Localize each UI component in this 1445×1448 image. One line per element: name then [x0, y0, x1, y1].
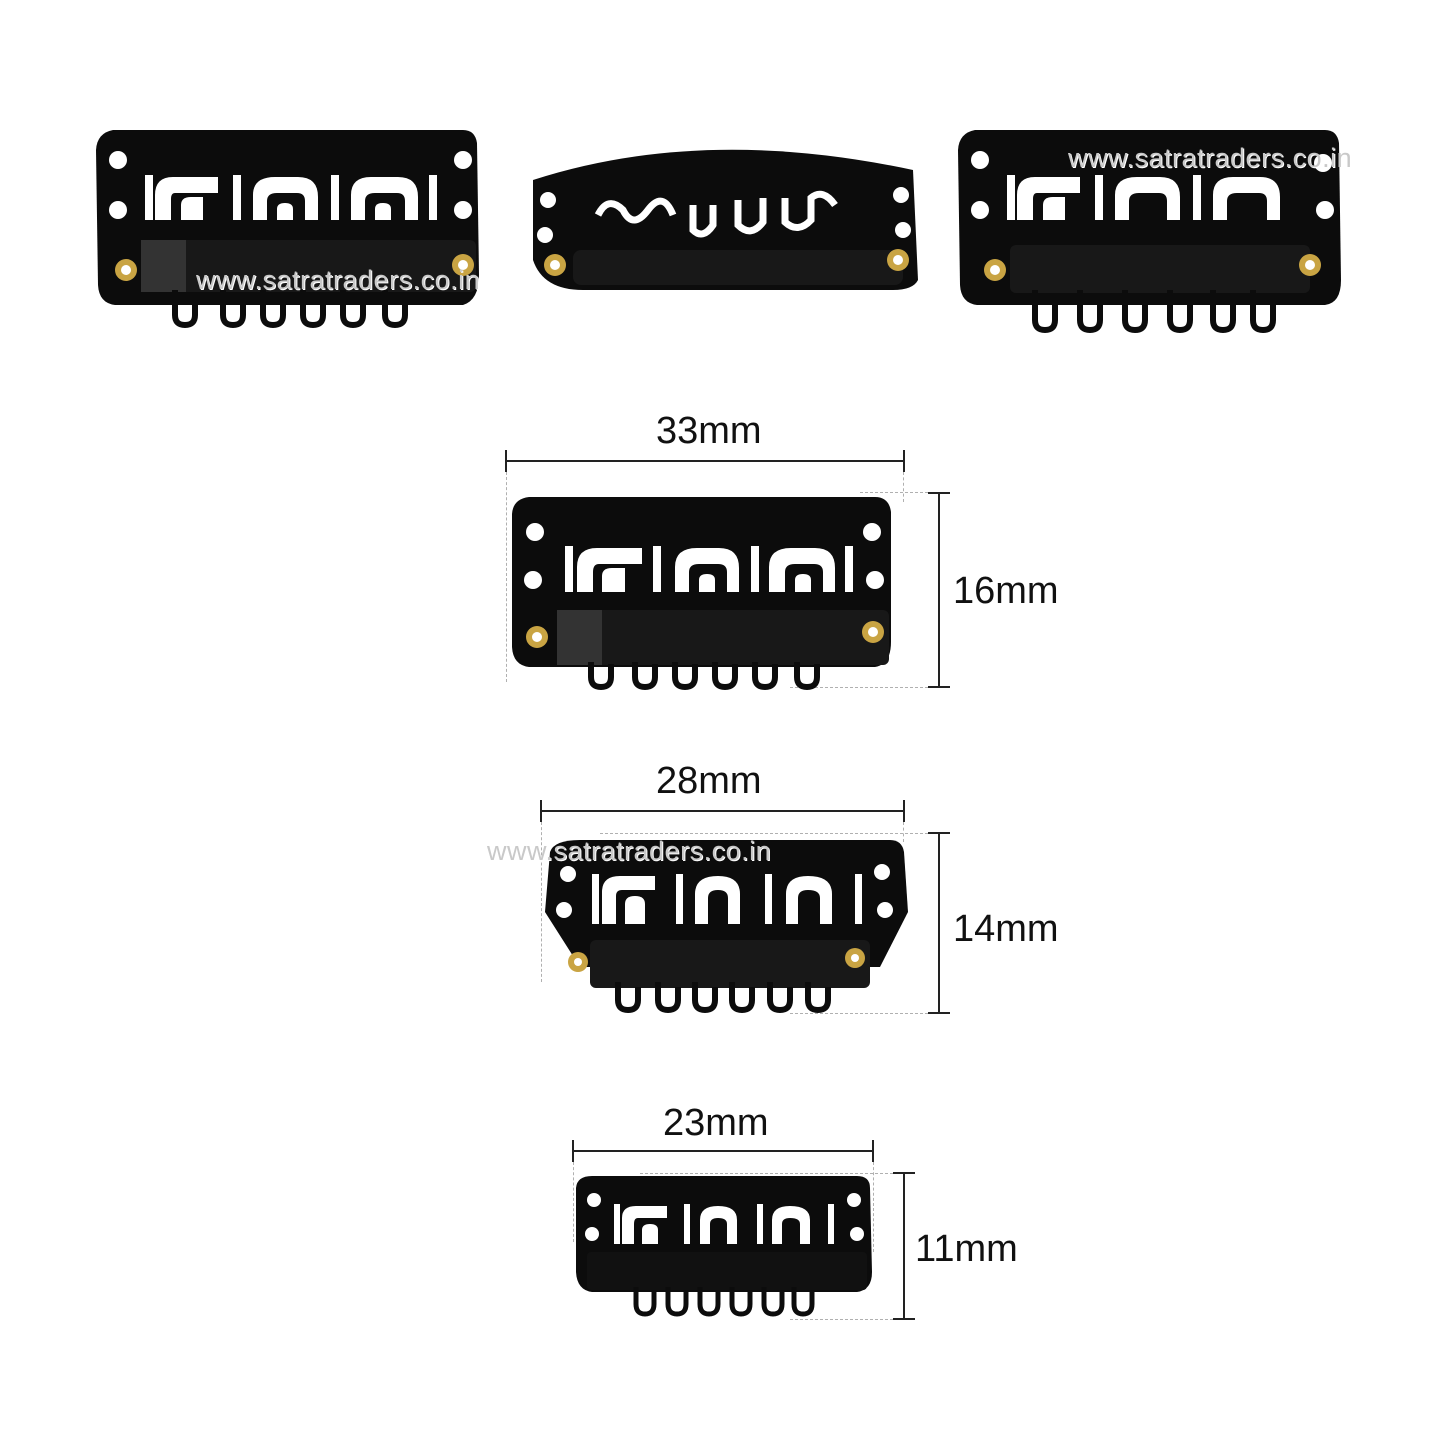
height-line-small: [903, 1172, 905, 1320]
clip-side-view: [533, 149, 918, 290]
height-label-large: 16mm: [953, 570, 1059, 612]
width-label-small: 23mm: [663, 1102, 769, 1144]
height-label-medium: 14mm: [953, 908, 1059, 950]
clip-medium: [545, 840, 908, 1014]
watermark-top-right: www.satratraders.co.in: [1068, 143, 1353, 173]
width-line-medium: [540, 810, 905, 812]
height-label-small: 11mm: [915, 1228, 1018, 1270]
clip-large: [512, 497, 891, 691]
watermark-medium: www.satratraders.co.in: [487, 836, 772, 866]
width-line-small: [572, 1150, 874, 1152]
height-line-medium: [938, 832, 940, 1014]
clip-front-view: [96, 130, 479, 329]
clip-small: [576, 1176, 872, 1317]
width-label-medium: 28mm: [656, 760, 762, 802]
width-line-large: [505, 460, 905, 462]
height-line-large: [938, 492, 940, 688]
width-label-large: 33mm: [656, 410, 762, 452]
clip-comb-view: [958, 130, 1341, 334]
watermark-clip-1: www.satratraders.co.in: [196, 265, 481, 295]
